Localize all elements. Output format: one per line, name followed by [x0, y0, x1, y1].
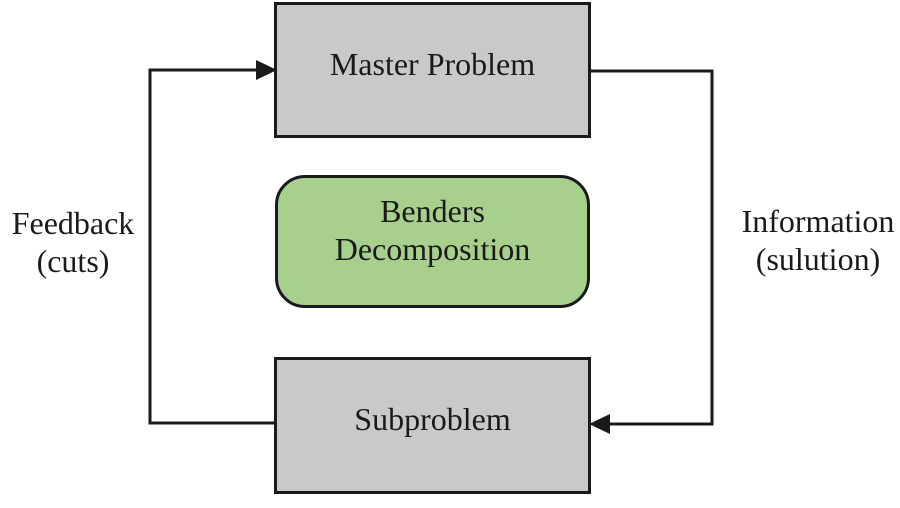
information-label-line1: Information — [741, 203, 895, 239]
node-master-problem: Master Problem — [274, 2, 591, 138]
subproblem-label: Subproblem — [354, 400, 511, 437]
information-arrow-line — [590, 69, 714, 426]
feedback-arrowhead-icon — [256, 60, 277, 80]
feedback-label-line1: Feedback — [11, 205, 135, 241]
benders-label-line1: Benders — [380, 192, 485, 229]
feedback-label-line2: (cuts) — [36, 243, 110, 279]
information-label-line2: (sulution) — [755, 241, 881, 277]
feedback-edge-label: Feedback (cuts) — [4, 204, 142, 280]
information-arrowhead-icon — [589, 414, 610, 434]
benders-label-line2: Decomposition — [334, 230, 531, 267]
information-edge-label: Information (sulution) — [735, 202, 900, 278]
node-subproblem: Subproblem — [274, 357, 591, 494]
node-benders-decomposition: Benders Decomposition — [275, 175, 590, 308]
master-problem-label: Master Problem — [329, 46, 536, 82]
feedback-arrow-line — [148, 68, 277, 425]
